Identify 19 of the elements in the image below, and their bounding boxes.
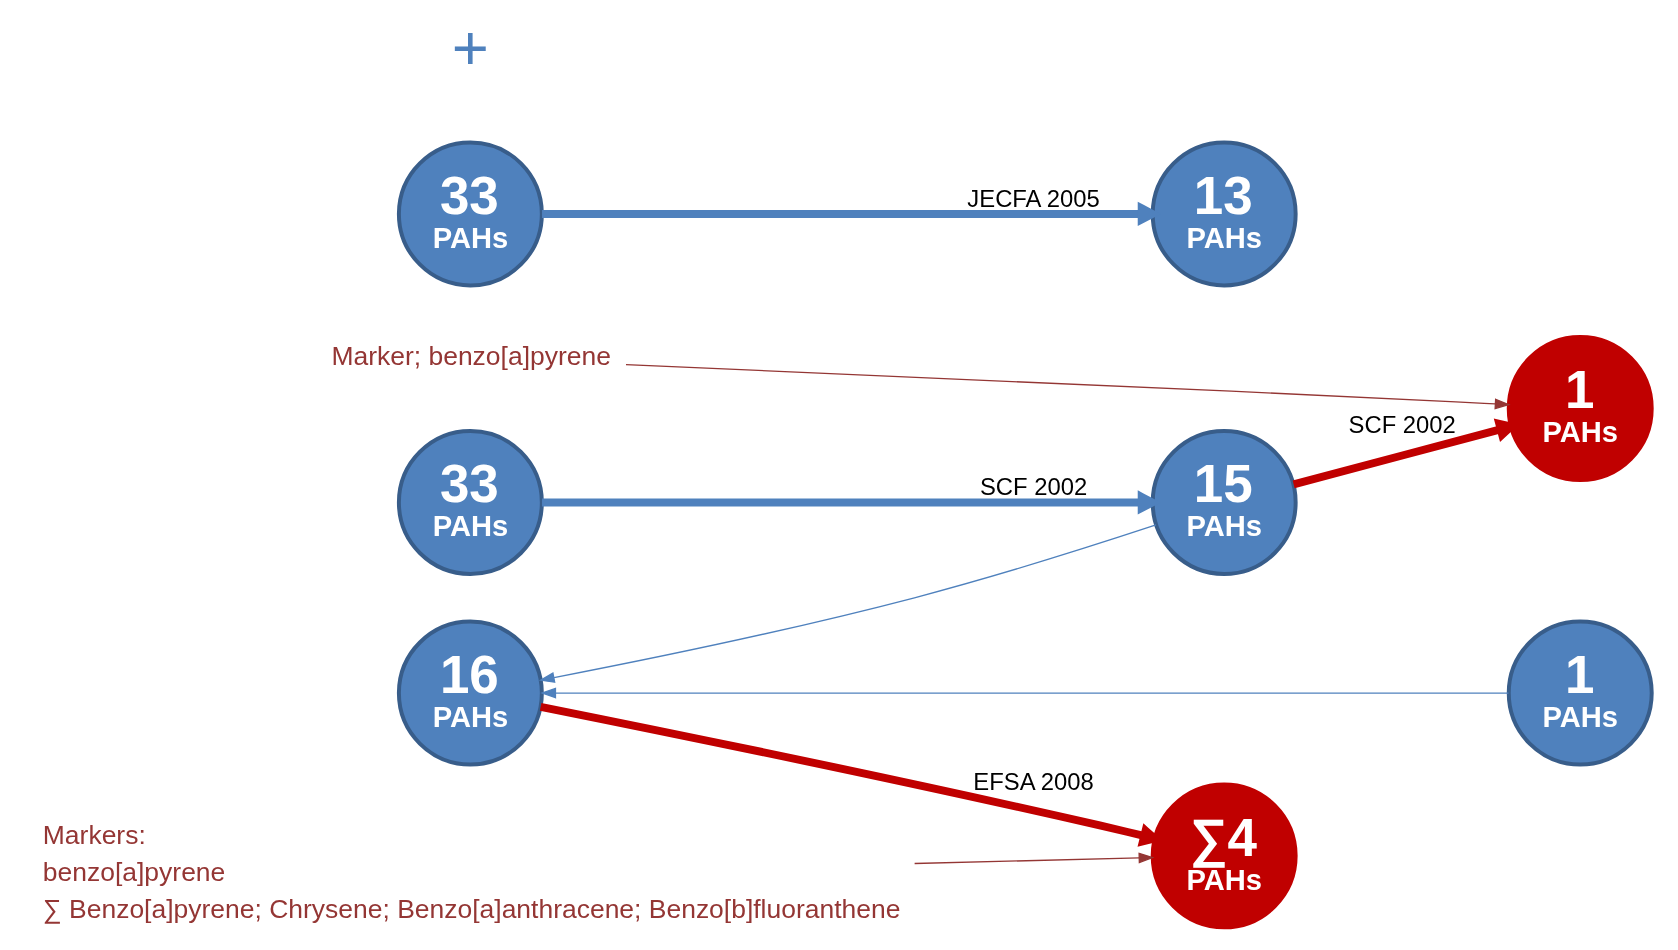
arrow — [913, 852, 1155, 865]
node-circle: 13 PAHs — [1150, 140, 1298, 288]
node-circle: 1 PAHs — [1506, 619, 1654, 767]
edge-label: SCF 2002 — [1348, 410, 1456, 438]
edge-label: SCF 2002 — [979, 473, 1088, 501]
edge-label: EFSA 2008 — [973, 768, 1094, 796]
node-circle: 33 PAHs — [396, 429, 544, 576]
node-circle: 16 PAHs — [396, 619, 544, 767]
arrow — [625, 363, 1511, 410]
edge-label: JECFA 2005 — [967, 184, 1100, 212]
label: + — [451, 11, 489, 83]
node-circle: ∑4 PAHs — [1150, 782, 1298, 930]
arrow — [540, 687, 1510, 699]
node-text: Markers: benzo[a]pyrene ∑ Benzo[a]pyrene; Chrysene; Benzo[a]anthracene; Benzo[b]fluoranthene — [42, 819, 901, 925]
node-circle: 1 PAHs — [1506, 335, 1654, 482]
node-circle: 33 PAHs — [396, 140, 544, 288]
arrow — [538, 524, 1157, 683]
node-circle: 15 PAHs — [1150, 429, 1298, 576]
node-text: Marker; benzo[a]pyrene — [331, 340, 611, 371]
